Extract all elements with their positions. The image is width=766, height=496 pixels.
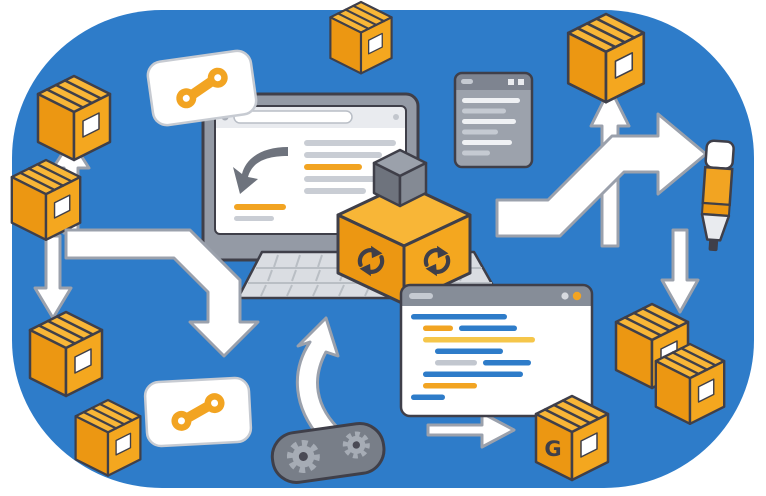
- terminal-panel-icon: [453, 71, 534, 169]
- gears-icon: [270, 422, 386, 484]
- browser-text-lines: [304, 140, 396, 194]
- arrow-down-right-icon: [660, 228, 700, 314]
- sync-cube-icon: [336, 148, 472, 306]
- package-box-icon: [566, 12, 646, 104]
- panel-button-icon: [508, 79, 514, 85]
- address-bar: [233, 110, 353, 124]
- panel-title-mark: [461, 79, 473, 84]
- code-editor-window-icon: [399, 283, 594, 418]
- package-box-icon: [36, 74, 112, 162]
- gear-icon: [344, 433, 368, 457]
- panel-header: [455, 73, 532, 90]
- package-box-icon: [74, 398, 142, 477]
- panel-button-icon: [518, 79, 524, 85]
- package-box-g: G: [534, 394, 610, 482]
- package-box-icon: [28, 310, 104, 398]
- text-line: [234, 216, 274, 221]
- panel-text-lines: [462, 98, 520, 156]
- arrow-curved-up-icon: [295, 316, 344, 440]
- browser-menu-icon: [393, 114, 399, 120]
- editor-button-icon: [572, 291, 582, 301]
- link-card: [144, 377, 251, 446]
- cube-icon: [372, 148, 428, 208]
- package-box-icon: [10, 158, 82, 241]
- g-box-letter: G: [544, 437, 561, 461]
- code-lines: [411, 314, 535, 400]
- arrow-ribbon-down-icon: [64, 228, 260, 358]
- editor-header: [401, 285, 592, 306]
- package-box-icon: [329, 0, 393, 75]
- gear-icon: [289, 442, 318, 471]
- arrow-down-icon: [33, 234, 73, 320]
- undo-arrow-icon: [233, 147, 288, 194]
- arrow-ribbon-right-icon: [495, 112, 708, 238]
- editor-title-mark: [409, 293, 433, 299]
- highlight-line: [234, 204, 286, 210]
- package-box-icon: [654, 342, 726, 425]
- arrow-right-icon: [426, 411, 516, 449]
- pen-icon: [700, 139, 735, 252]
- editor-button-icon: [561, 292, 569, 300]
- link-card: [146, 49, 258, 127]
